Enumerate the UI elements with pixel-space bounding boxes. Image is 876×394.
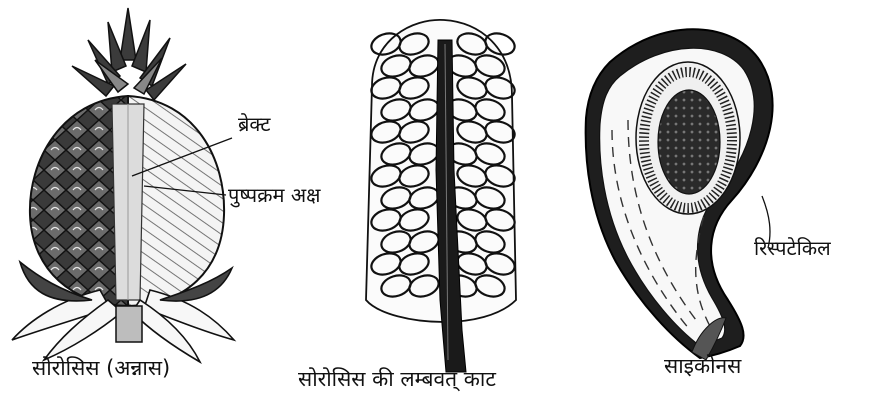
pineapple-drawing <box>12 8 234 362</box>
caption-sorosis: सोरोसिस (अन्नास) <box>32 355 170 381</box>
label-receptacle: रिस्पटेकिल <box>754 236 831 260</box>
label-bract: ब्रेक्ट <box>238 112 270 136</box>
pineapple-crown <box>72 8 186 100</box>
caption-syconus: साइकोनस <box>664 353 741 379</box>
caption-sorosis-ls: सोरोसिस की लम्बवत् काट <box>298 366 496 392</box>
label-inflorescence-axis: पुष्पक्रम अक्ष <box>228 183 320 207</box>
sorosis-section-drawing <box>366 20 517 372</box>
syconus-drawing <box>586 29 773 360</box>
